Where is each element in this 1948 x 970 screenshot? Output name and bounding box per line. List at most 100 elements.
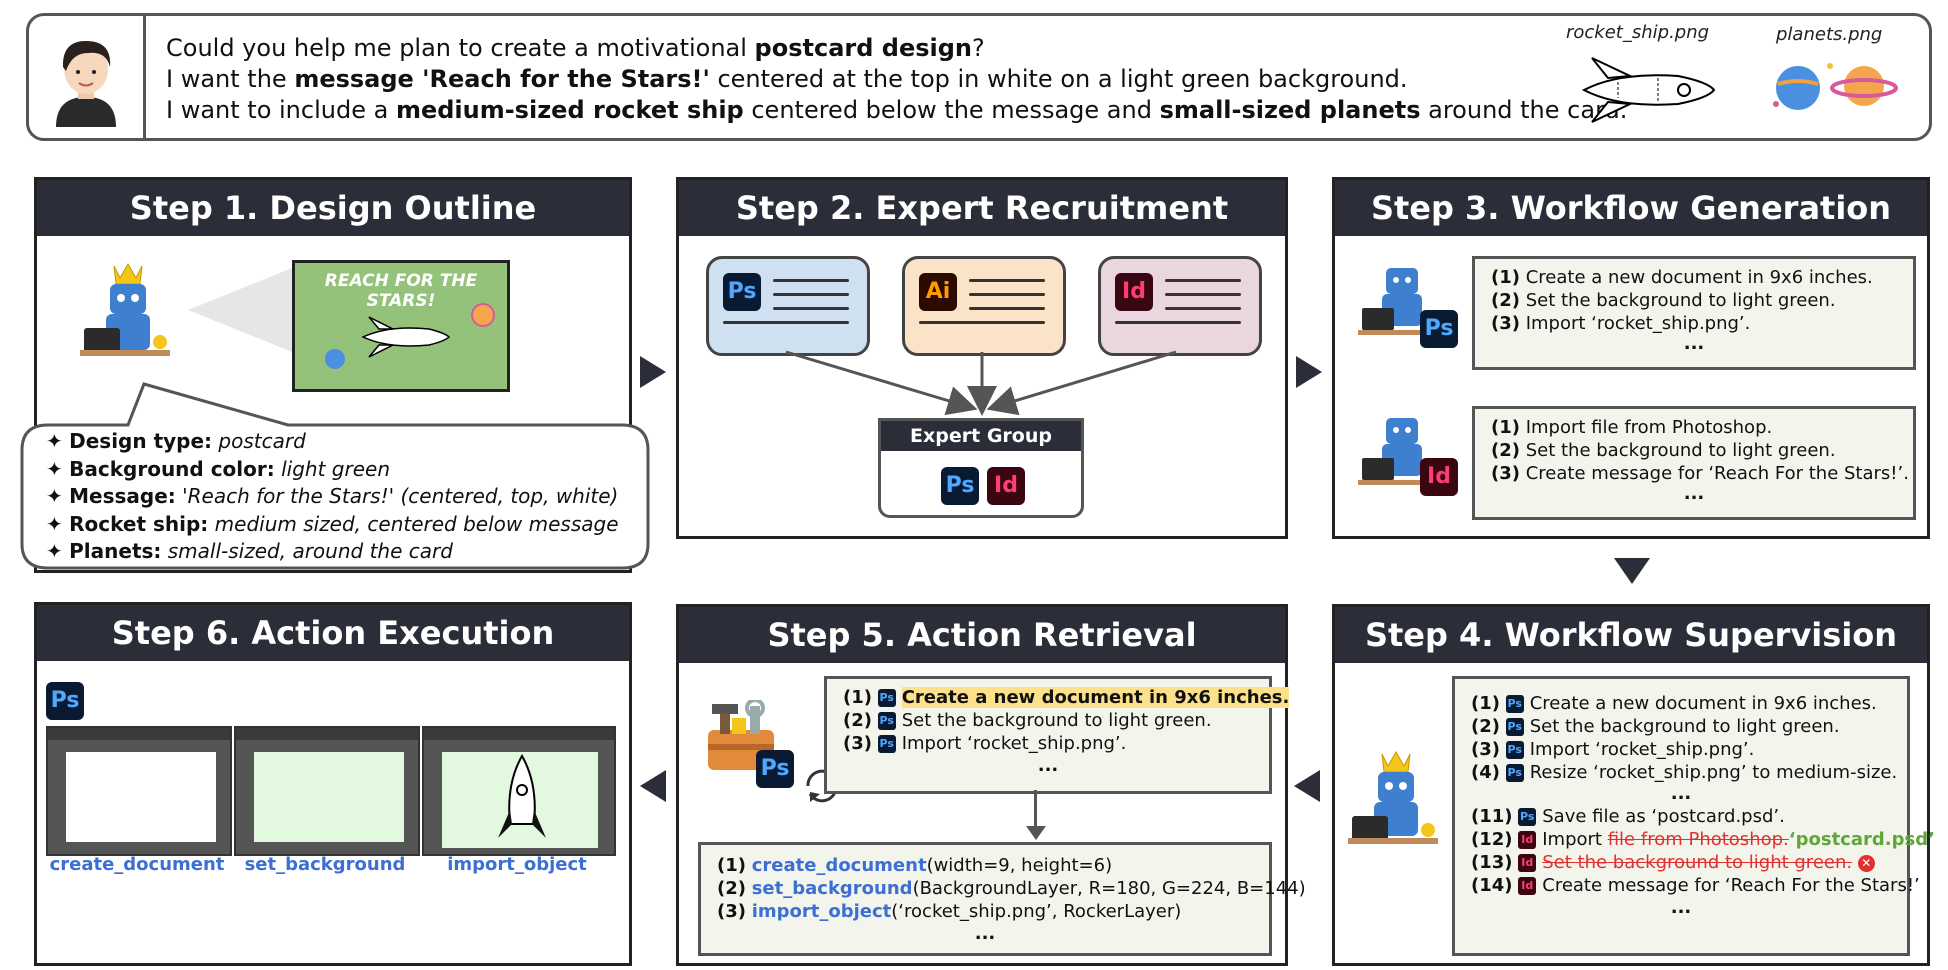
id-workflow-item: (2) Set the background to light green. <box>1491 440 1836 461</box>
ps-workflow-box: (1) Create a new document in 9x6 inches.… <box>1472 256 1916 370</box>
request-line-3: I want to include a medium-sized rocket … <box>166 96 1628 124</box>
id-mini-icon: Id <box>1518 877 1537 895</box>
step3-title: Step 3. Workflow Generation <box>1335 180 1927 236</box>
rocket-ship-image <box>1581 57 1716 123</box>
outline-item: ✦ Message: 'Reach for the Stars!' (cente… <box>46 484 619 508</box>
id-workflow-box: (1) Import file from Photoshop. (2) Set … <box>1472 406 1916 520</box>
postcard-rocket-icon <box>361 316 451 358</box>
request-line-1: Could you help me plan to create a motiv… <box>166 34 985 62</box>
ps-workflow-item: (3) Import ‘rocket_ship.png’. <box>1491 313 1751 334</box>
id-agent-robot-icon <box>1358 418 1442 485</box>
arrow-step1-to-step2 <box>640 356 666 388</box>
action-list-box: (1) create_document(width=9, height=6) (… <box>698 842 1306 956</box>
outline-speech-bubble <box>20 382 650 570</box>
retrieval-arrow-head <box>1026 826 1046 840</box>
screenshot-import-object <box>422 726 616 856</box>
expert-card-indesign: Id <box>1098 256 1262 356</box>
group-photoshop-icon: Ps <box>941 467 979 505</box>
supervised-ellipsis: ... <box>1670 897 1692 918</box>
struck-text: Set the background to light green. <box>1542 852 1853 873</box>
outline-item: ✦ Design type: postcard <box>46 429 306 453</box>
request-line-2: I want the message 'Reach for the Stars!… <box>166 65 1408 93</box>
outline-item: ✦ Background color: light green <box>46 456 390 481</box>
arrow-step4-to-step5 <box>1294 770 1320 802</box>
shot-label-set-background: set_background <box>244 854 406 875</box>
ps-mini-icon: Ps <box>877 735 896 753</box>
ps-workflow-item: (1) Create a new document in 9x6 inches. <box>1491 267 1873 288</box>
imported-rocket-icon <box>498 754 546 838</box>
expert-card-illustrator: Ai <box>902 256 1066 356</box>
struck-text: file from Photoshop. <box>1607 829 1789 850</box>
retrieval-arrow-shaft <box>1034 790 1037 828</box>
step5-title: Step 5. Action Retrieval <box>679 607 1285 663</box>
illustrator-icon: Ai <box>919 273 957 311</box>
step1-title: Step 1. Design Outline <box>37 180 629 236</box>
arrow-step2-to-step3 <box>1296 356 1322 388</box>
ps-mini-icon: Ps <box>1505 764 1524 782</box>
group-indesign-icon: Id <box>987 467 1025 505</box>
user-avatar-cell <box>26 13 146 141</box>
ps-agent-badge: Ps <box>1420 310 1458 348</box>
outline-item: ✦ Rocket ship: medium sized, centered be… <box>46 511 619 536</box>
retrieval-ps-badge: Ps <box>756 750 794 788</box>
id-agent-badge: Id <box>1420 458 1458 496</box>
shot-label-create-document: create_document <box>49 854 225 875</box>
supervisor-robot-icon <box>1348 750 1438 844</box>
remove-x-icon: ✕ <box>1857 854 1875 872</box>
expert-group-box: Expert Group Ps Id <box>878 418 1084 518</box>
postcard-planet-orange-icon <box>473 305 493 325</box>
step4-title: Step 4. Workflow Supervision <box>1335 607 1927 663</box>
step2-title: Step 2. Expert Recruitment <box>679 180 1285 236</box>
retrieval-workflow-ellipsis: ... <box>1037 755 1059 776</box>
arrow-step5-to-step6 <box>640 770 666 802</box>
recruitment-arrows <box>785 350 1177 416</box>
postcard-planet-blue-icon <box>325 349 345 369</box>
ps-mini-icon: Ps <box>1505 695 1524 713</box>
user-avatar <box>56 41 116 127</box>
step6-title: Step 6. Action Execution <box>37 605 629 661</box>
ps-mini-icon: Ps <box>1505 718 1524 736</box>
id-workflow-item: (3) Create message for ‘Reach For the St… <box>1491 463 1909 484</box>
planets-image-caption: planets.png <box>1776 24 1883 45</box>
expert-card-photoshop: Ps <box>706 256 870 356</box>
indesign-icon: Id <box>1115 273 1153 311</box>
screenshot-create-document <box>46 726 232 856</box>
ps-agent-robot-icon <box>1358 268 1442 335</box>
corrected-text: ‘postcard.psd’ <box>1788 829 1935 850</box>
id-mini-icon: Id <box>1518 831 1537 849</box>
photoshop-icon: Ps <box>723 273 761 311</box>
action-item: (1) create_document(width=9, height=6) <box>717 855 1113 876</box>
action-item: (2) set_background(BackgroundLayer, R=18… <box>717 878 1306 899</box>
postcard-message: REACH FOR THE STARS! <box>324 271 478 311</box>
expert-group-label: Expert Group <box>881 421 1081 451</box>
id-mini-icon: Id <box>1518 854 1537 872</box>
screenshot-set-background <box>234 726 420 856</box>
action-item: (3) import_object(‘rocket_ship.png’, Roc… <box>717 901 1182 922</box>
ps-mini-icon: Ps <box>877 689 896 707</box>
id-workflow-ellipsis: ... <box>1683 483 1705 504</box>
action-list-ellipsis: ... <box>974 923 996 944</box>
postcard-preview: REACH FOR THE STARS! <box>292 260 510 392</box>
ps-workflow-item: (2) Set the background to light green. <box>1491 290 1836 311</box>
ps-mini-icon: Ps <box>877 712 896 730</box>
supervised-ellipsis: ... <box>1670 783 1692 804</box>
shot-label-import-object: import_object <box>447 854 587 875</box>
designer-robot-icon <box>80 262 170 356</box>
planets-image <box>1773 63 1898 110</box>
id-workflow-item: (1) Import file from Photoshop. <box>1491 417 1773 438</box>
arrow-step3-to-step4 <box>1614 558 1650 584</box>
execution-ps-badge: Ps <box>46 682 84 720</box>
ps-workflow-ellipsis: ... <box>1683 333 1705 354</box>
ps-mini-icon: Ps <box>1518 808 1537 826</box>
